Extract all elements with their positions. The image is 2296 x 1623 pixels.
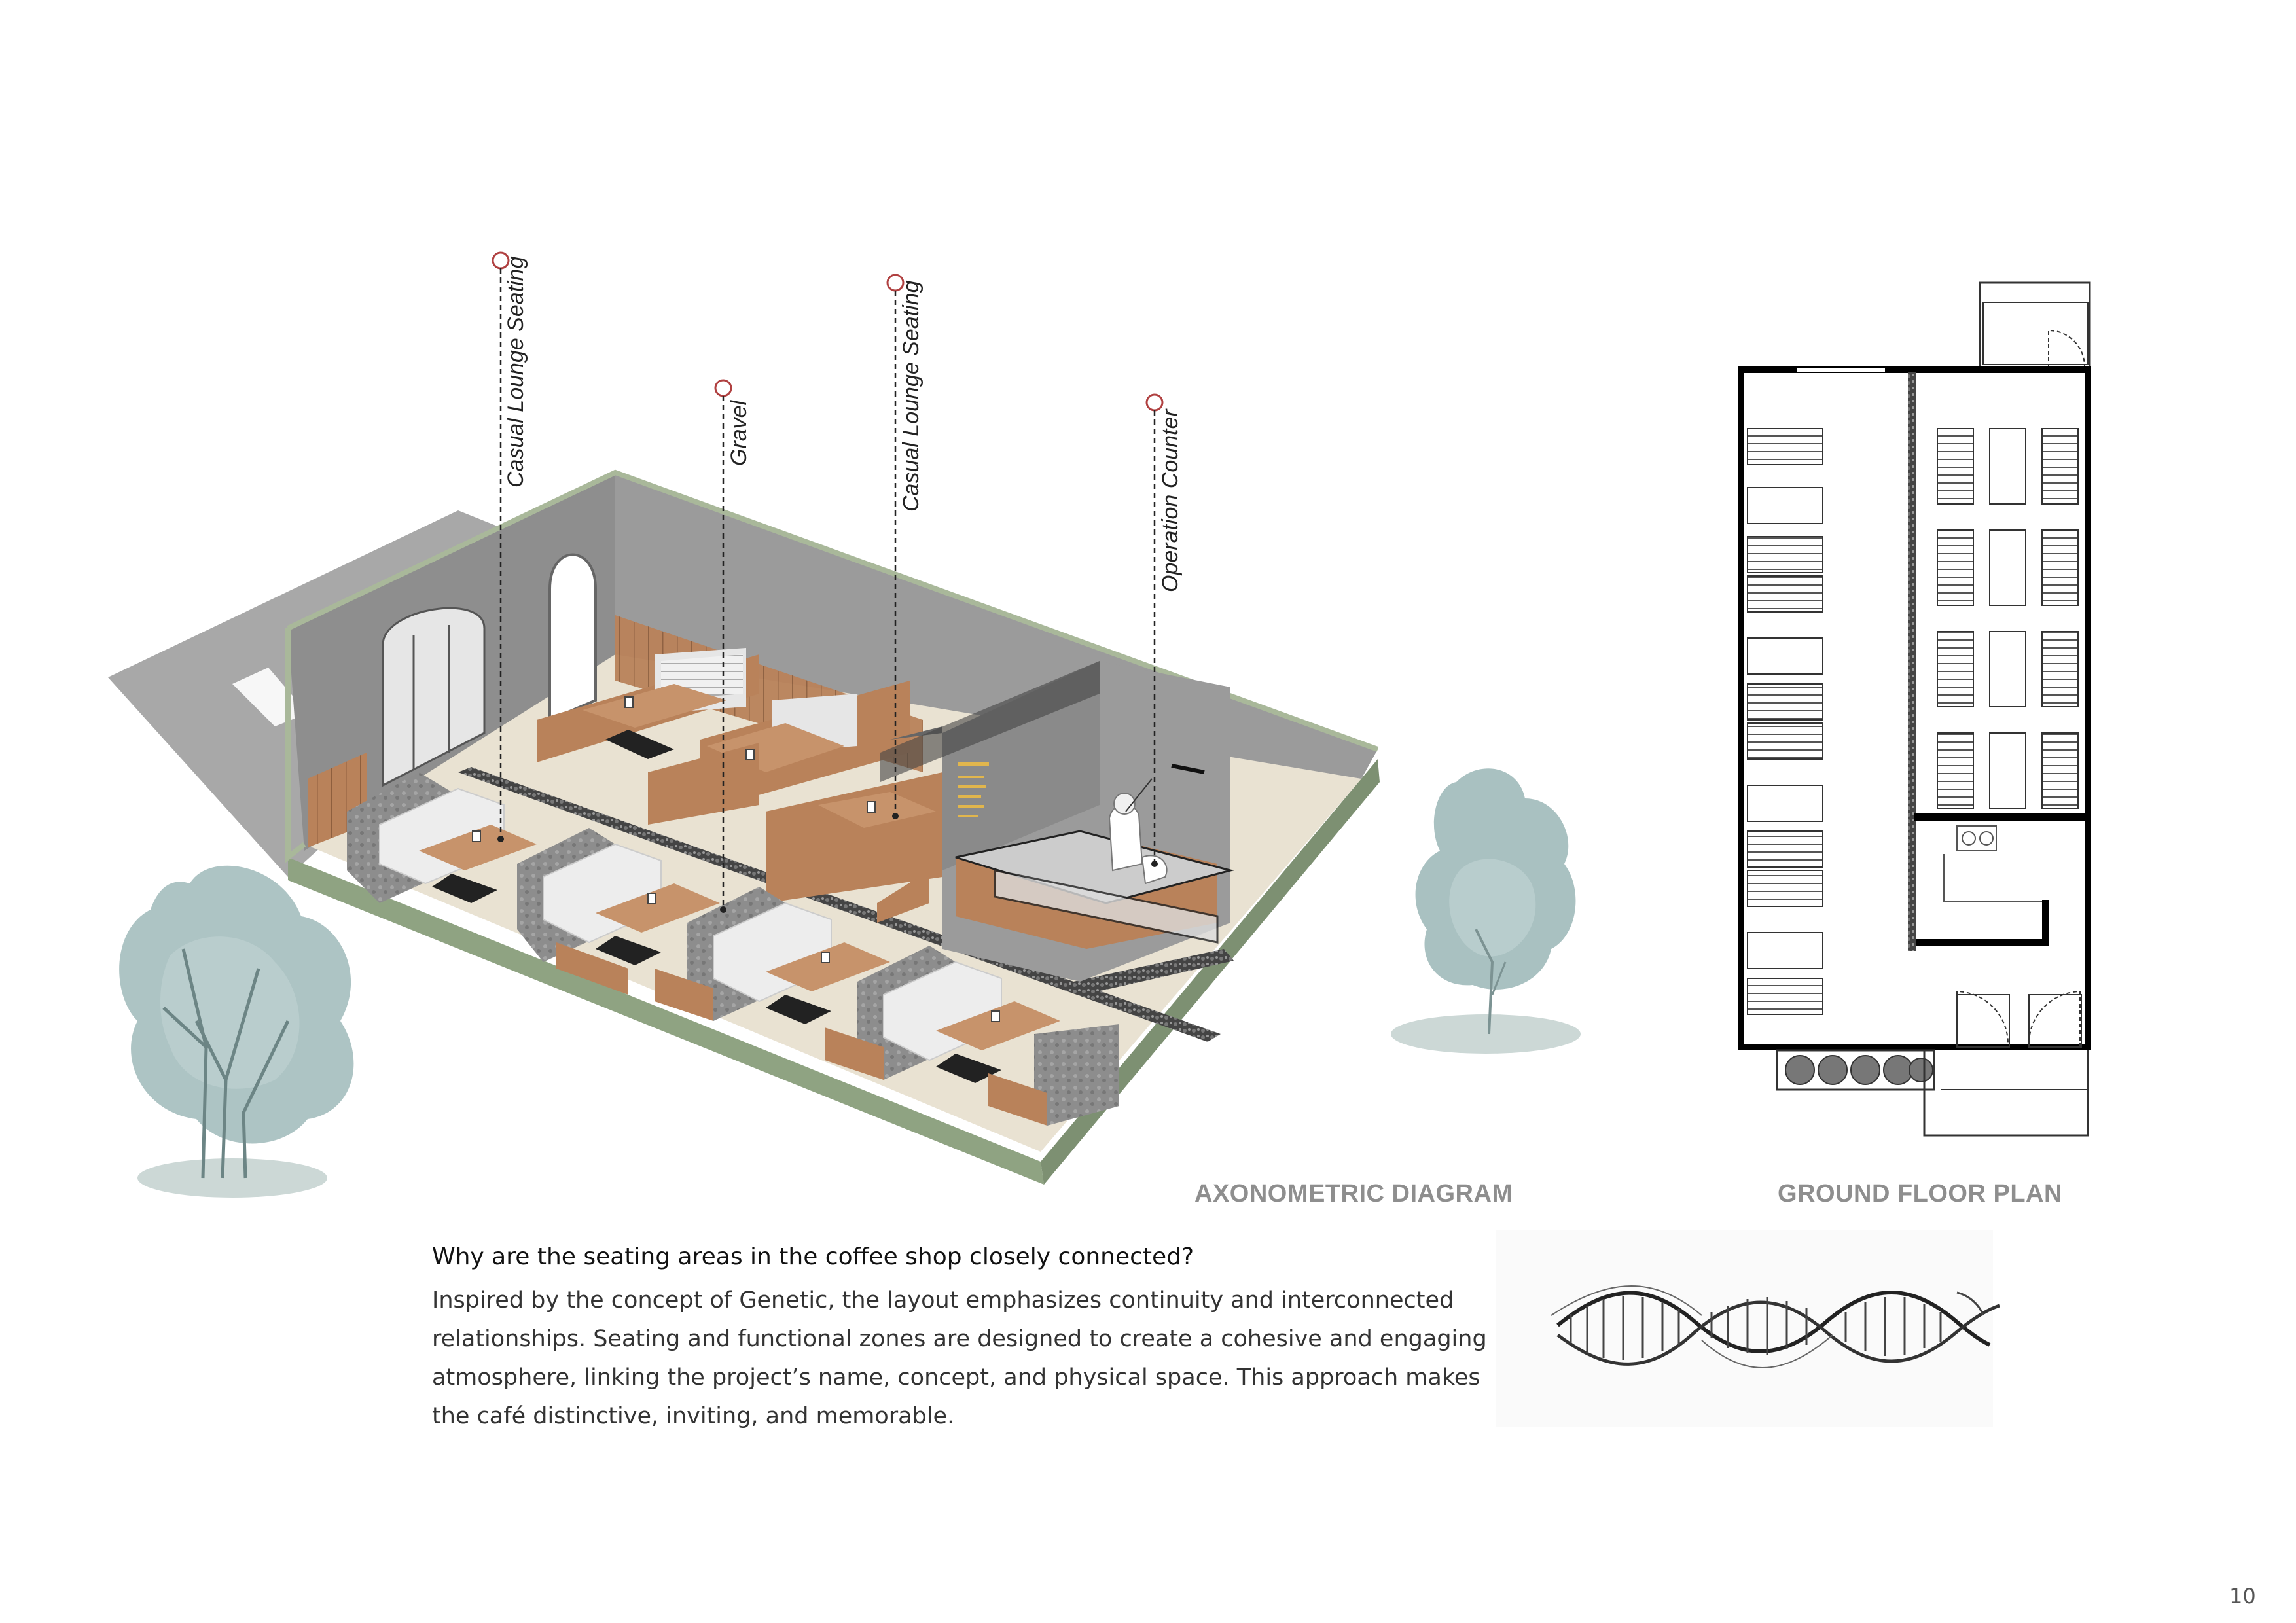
- question-heading: Why are the seating areas in the coffee …: [432, 1243, 1194, 1270]
- callout-marker-operation-counter: [1145, 393, 1164, 412]
- callout-label-operation-counter: Operation Counter: [1158, 409, 1183, 592]
- tree-left: [119, 865, 354, 1198]
- ground-floor-plan: [1738, 281, 2091, 1137]
- dna-sketch: [1496, 1230, 2000, 1427]
- front-booths: [347, 772, 1119, 1126]
- callout-label-casual-lounge-1: Casual Lounge Seating: [503, 256, 528, 488]
- tree-right: [1391, 768, 1581, 1054]
- page-number: 10: [2229, 1584, 2256, 1609]
- description-line: the café distinctive, inviting, and memo…: [432, 1403, 955, 1429]
- description-line: atmosphere, linking the project’s name, …: [432, 1364, 1480, 1391]
- callout-leaders: [492, 251, 1164, 913]
- callout-marker-gravel: [714, 379, 732, 397]
- axonometric-diagram-caption: AXONOMETRIC DIAGRAM: [1194, 1180, 1513, 1207]
- back-booths: [537, 648, 942, 923]
- description-line: Inspired by the concept of Genetic, the …: [432, 1287, 1454, 1313]
- callout-label-gravel: Gravel: [726, 400, 751, 466]
- operation-counter-block: [880, 661, 1234, 982]
- description-paragraph: Inspired by the concept of Genetic, the …: [432, 1281, 1505, 1436]
- ground-floor-plan-caption: GROUND FLOOR PLAN: [1778, 1180, 2062, 1207]
- callout-label-casual-lounge-2: Casual Lounge Seating: [899, 280, 924, 512]
- description-line: relationships. Seating and functional zo…: [432, 1326, 1487, 1352]
